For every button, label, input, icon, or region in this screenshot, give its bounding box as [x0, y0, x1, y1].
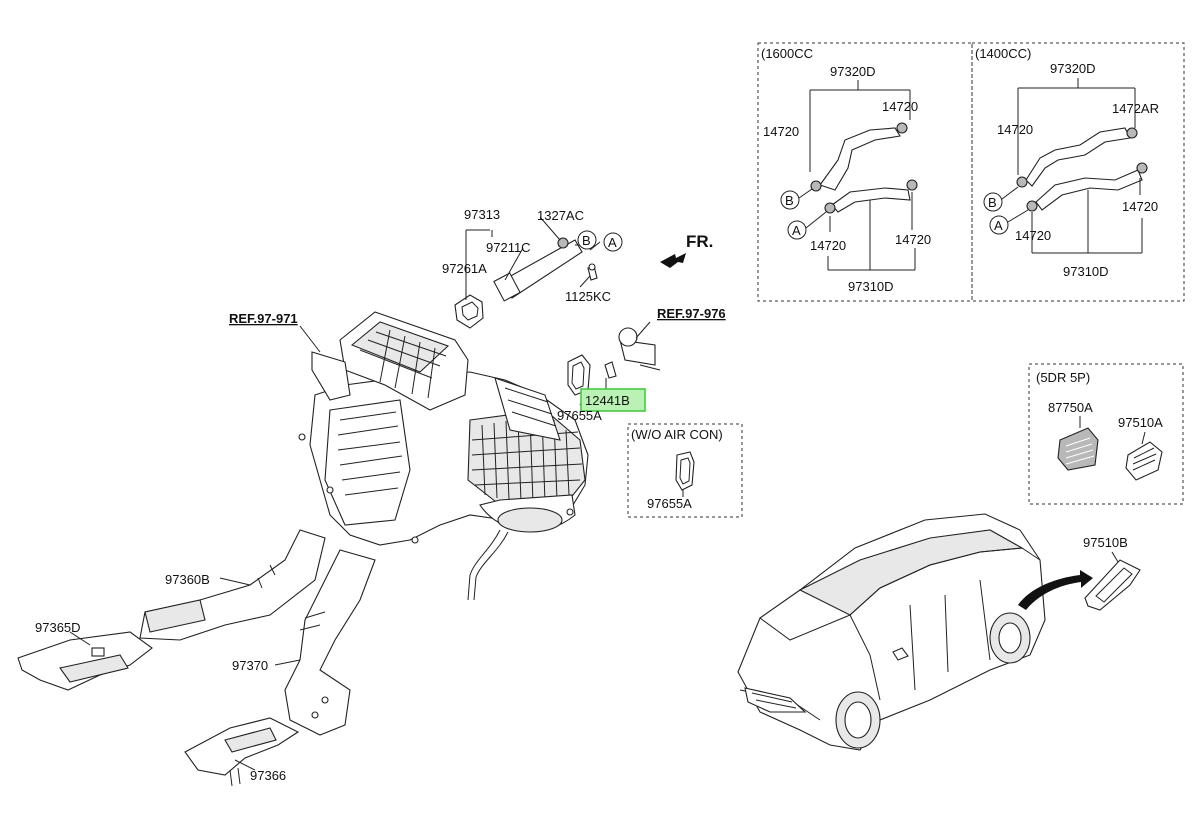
box-1600cc-14720-bottom-right: 14720: [895, 232, 931, 247]
box-1600cc-97320D: 97320D: [830, 64, 876, 79]
vent-location-arrow-icon: [1018, 570, 1093, 610]
box-1400cc-1472AR: 1472AR: [1112, 101, 1159, 116]
label-97211C: 97211C: [486, 240, 531, 255]
label-97360B: 97360B: [165, 572, 210, 587]
front-label: FR.: [686, 232, 713, 251]
highlight-box-12441B: [580, 388, 646, 412]
box-1600cc-title: (1600CC: [761, 46, 813, 61]
rear-duct-left: [139, 529, 326, 641]
label-1327AC: 1327AC: [537, 208, 584, 223]
box-1400cc-97320D: 97320D: [1050, 61, 1096, 76]
center-duct-97370: [284, 549, 376, 736]
wo-air-con-title: (W/O AIR CON): [631, 427, 723, 442]
hvac-assembly: [298, 311, 589, 601]
box-5dr-5p-87750A: 87750A: [1048, 400, 1093, 415]
box-1400cc-circle-a: A: [994, 218, 1003, 233]
car-illustration: [737, 513, 1093, 751]
connector-circle-b-letter: B: [582, 233, 591, 248]
ref-97-976-link[interactable]: REF.97-976: [657, 306, 726, 321]
box-5dr-5p-title: (5DR 5P): [1036, 370, 1090, 385]
box-1600cc: (1600CC 97320D 14720 14720 B A 14720 147…: [757, 42, 973, 302]
box-1600cc-circle-b: B: [785, 193, 794, 208]
wo-air-con-part-97655A: 97655A: [647, 496, 692, 511]
label-97366: 97366: [250, 768, 286, 783]
label-97655A: 97655A: [557, 408, 602, 423]
duct-connector-parts: [454, 237, 598, 329]
label-1125KC: 1125KC: [565, 289, 611, 304]
label-97261A: 97261A: [442, 261, 487, 276]
box-1400cc-title: (1400CC): [975, 46, 1031, 61]
rear-connector-parts: [567, 327, 661, 396]
floor-duct-97365D: [17, 631, 153, 691]
box-1400cc-97310D: 97310D: [1063, 264, 1109, 279]
box-1400cc-14720-right: 14720: [1122, 199, 1158, 214]
box-1400cc-14720-left: 14720: [997, 122, 1033, 137]
box-1600cc-circle-a: A: [792, 223, 801, 238]
connector-circle-b: B: [577, 230, 597, 250]
label-97365D: 97365D: [35, 620, 81, 635]
front-direction-indicator: FR.: [660, 232, 713, 268]
label-97510B: 97510B: [1083, 535, 1128, 550]
connector-circle-a-letter: A: [608, 235, 617, 250]
wo-air-con-box: (W/O AIR CON) 97655A: [627, 423, 743, 518]
box-1600cc-14720-left: 14720: [763, 124, 799, 139]
box-1400cc-circle-b: B: [988, 195, 997, 210]
ref-97-971-link[interactable]: REF.97-971: [229, 311, 298, 326]
box-1400cc: (1400CC) 97320D 1472AR 14720 B A 14720 1…: [971, 42, 1185, 302]
box-5dr-5p-97510A: 97510A: [1118, 415, 1163, 430]
label-97370: 97370: [232, 658, 268, 673]
box-1600cc-97310D: 97310D: [848, 279, 894, 294]
floor-duct-97366: [184, 717, 300, 787]
box-5dr-5p: (5DR 5P) 87750A 97510A: [1028, 363, 1184, 505]
box-1600cc-14720-bottom-left: 14720: [810, 238, 846, 253]
label-12441B: 12441B: [585, 393, 630, 408]
label-97313: 97313: [464, 207, 500, 222]
front-arrow-icon: [660, 253, 686, 268]
rear-vent-97510B: [1084, 551, 1141, 611]
connector-circle-a: A: [603, 232, 623, 252]
box-1400cc-14720-bottom: 14720: [1015, 228, 1051, 243]
box-1600cc-14720-top: 14720: [882, 99, 918, 114]
